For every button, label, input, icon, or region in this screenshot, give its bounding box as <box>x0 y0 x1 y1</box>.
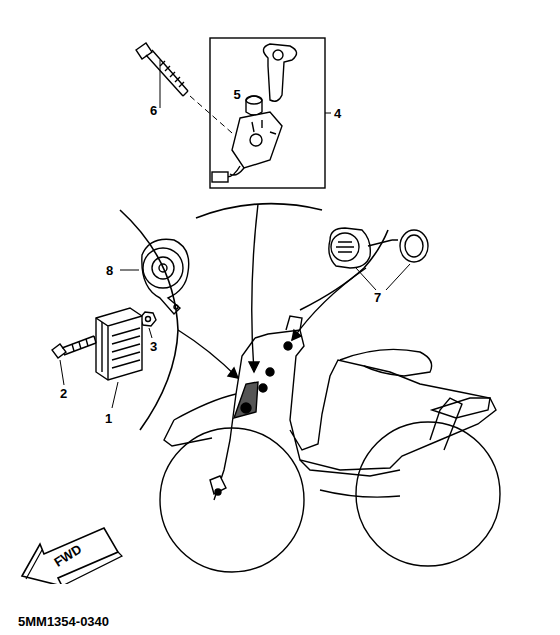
parts-group-box: 5 <box>209 37 326 189</box>
callout-number: 6 <box>150 104 157 117</box>
callout-number: 8 <box>106 264 113 277</box>
buzzer <box>329 228 428 290</box>
forward-arrow: FWD <box>18 526 124 584</box>
main-switch <box>212 44 297 182</box>
callout-number: 4 <box>334 107 341 120</box>
box-border <box>210 38 325 188</box>
outline <box>209 37 326 189</box>
callout-number: 3 <box>150 340 157 353</box>
callout-number: 7 <box>374 291 381 304</box>
rectifier-regulator <box>96 308 142 408</box>
callout-number: 1 <box>105 412 112 425</box>
bolt <box>136 43 240 140</box>
callout-number: 2 <box>60 387 67 400</box>
callout-number: 5 <box>233 88 240 101</box>
arrow-shape <box>22 528 118 584</box>
bolt <box>52 336 96 385</box>
scooter-outline <box>160 316 500 572</box>
drawing-code: 5MM1354-0340 <box>18 615 109 628</box>
